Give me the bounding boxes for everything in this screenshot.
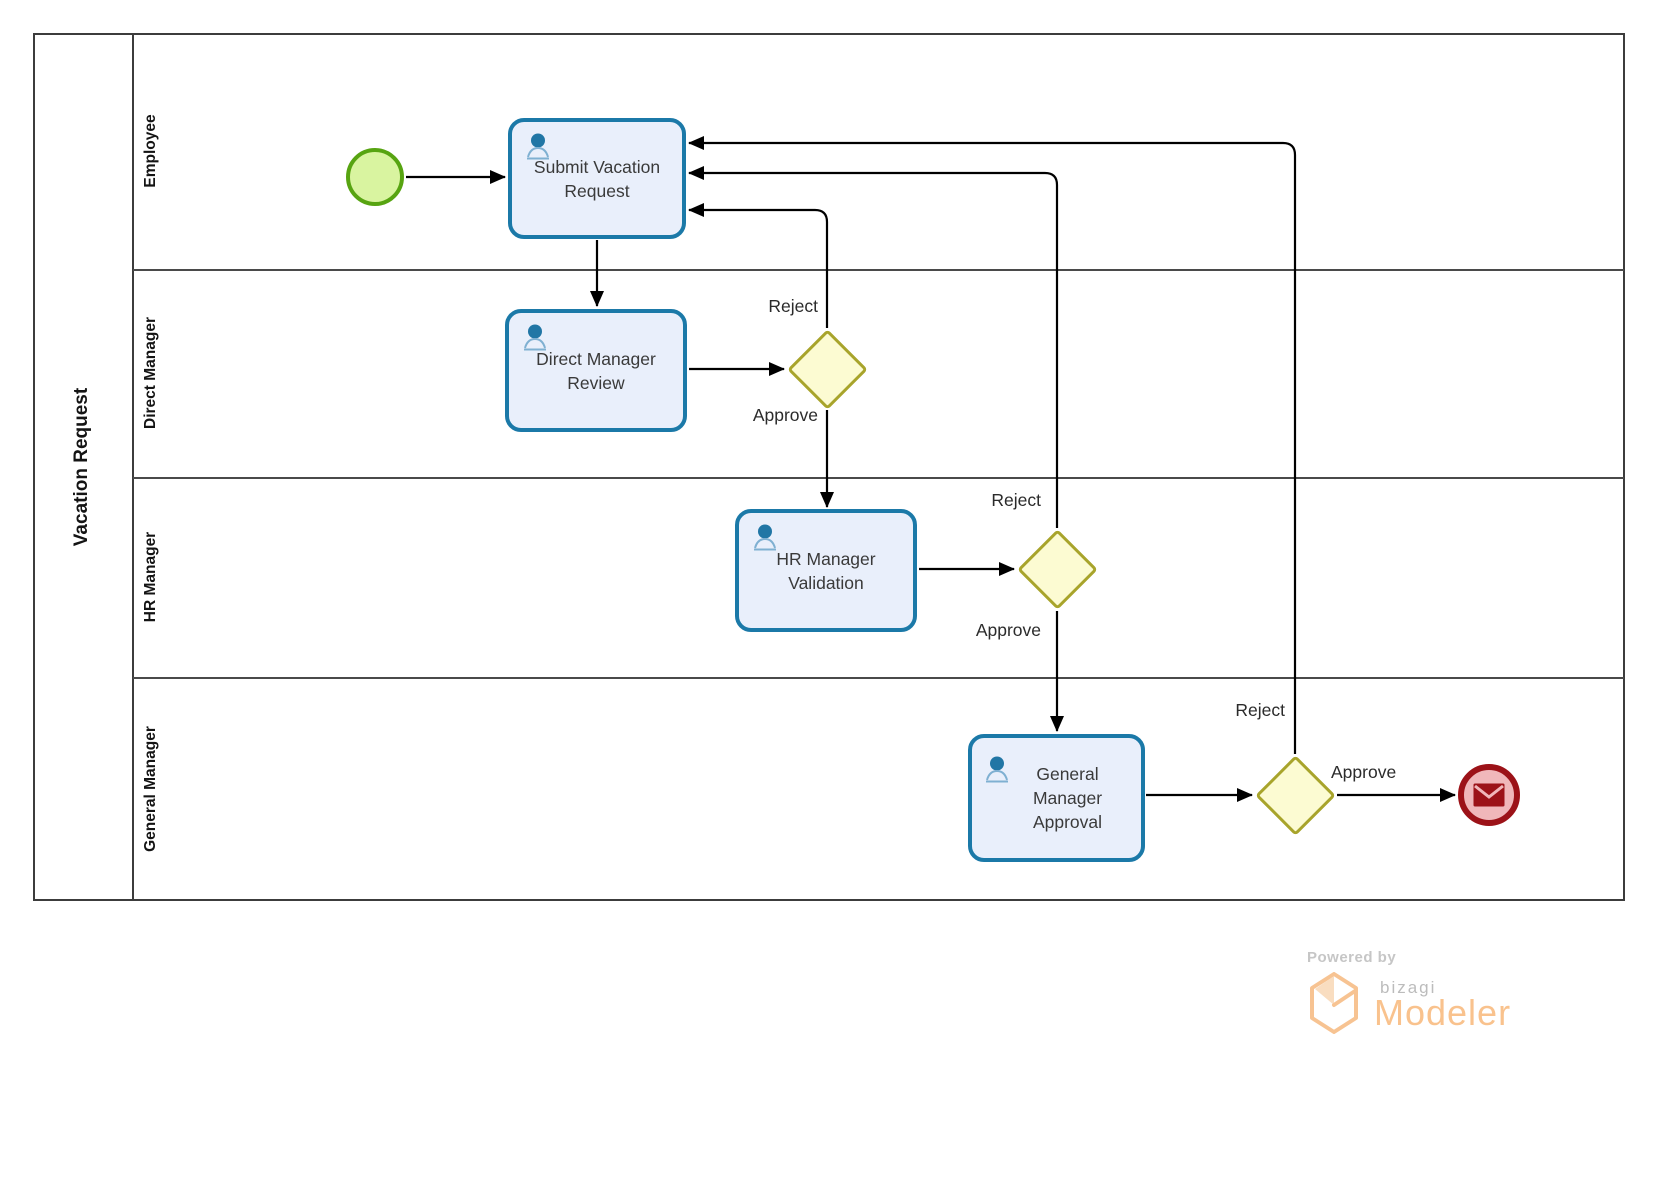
user-task-icon	[522, 323, 549, 360]
powered-by-text: Powered by	[1307, 949, 1397, 966]
task-label: General Manager Approval	[1032, 764, 1103, 832]
user-task-icon	[752, 523, 779, 560]
flow-label-reject-3: Reject	[1235, 700, 1285, 720]
flow-label-approve-2: Approve	[975, 620, 1041, 640]
pool-title-divider	[132, 33, 134, 901]
lane-divider	[133, 677, 1624, 679]
message-icon	[1473, 783, 1505, 807]
flow-label-approve-3: Approve	[1331, 762, 1397, 782]
start-event	[346, 148, 404, 206]
flow-label-approve-1: Approve	[752, 405, 818, 425]
flow-gateway3-reject-to-submit	[688, 136, 1297, 754]
message-end-event	[1458, 764, 1520, 826]
task-hr-manager-validation: HR Manager Validation	[735, 509, 917, 632]
task-label: Submit Vacation Request	[533, 156, 661, 201]
lane-divider	[133, 477, 1624, 479]
flow-gateway2-reject-to-submit	[688, 166, 1059, 528]
user-task-icon	[984, 755, 1011, 792]
lane-divider	[133, 269, 1624, 271]
task-general-manager-approval: General Manager Approval	[968, 734, 1145, 862]
process-pool	[33, 33, 1625, 901]
task-direct-manager-review: Direct Manager Review	[505, 309, 687, 432]
flow-gateway1-reject-to-submit	[688, 203, 829, 328]
flow-label-reject-1: Reject	[768, 296, 818, 316]
bizagi-hexagon-icon	[1310, 972, 1358, 1039]
modeler-product-text: Modeler	[1374, 992, 1512, 1033]
user-task-icon	[525, 132, 552, 169]
task-label: HR Manager Validation	[776, 548, 876, 593]
task-submit-vacation-request: Submit Vacation Request	[508, 118, 686, 239]
flow-label-reject-2: Reject	[991, 490, 1041, 510]
task-label: Direct Manager Review	[536, 348, 656, 393]
bizagi-brand-text: bizagi	[1380, 978, 1437, 997]
